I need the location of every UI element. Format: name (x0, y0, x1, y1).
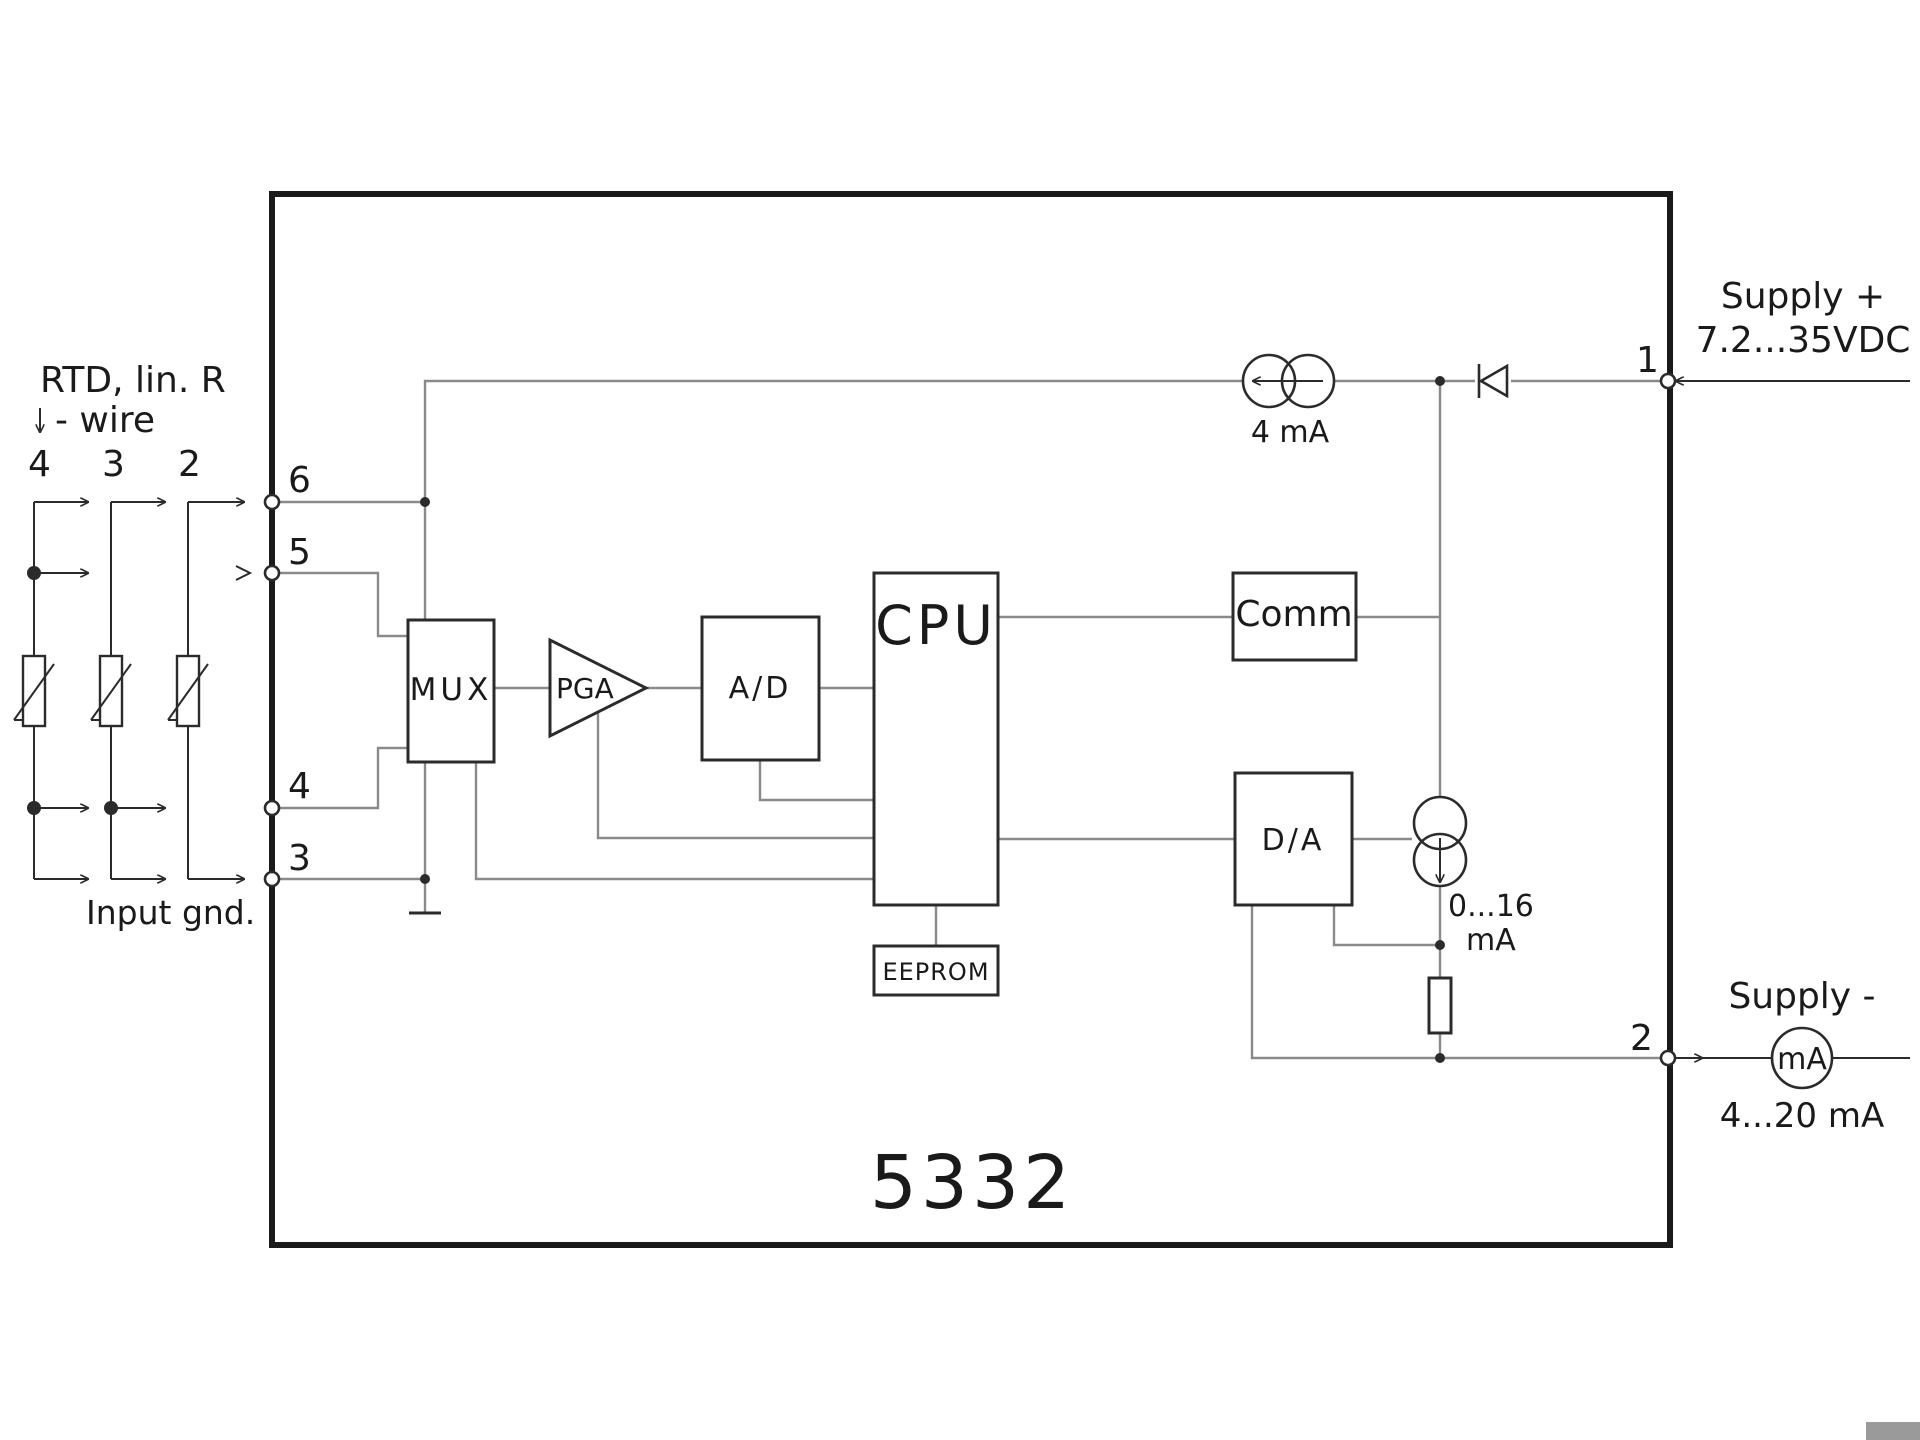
corner-marker (1866, 1422, 1920, 1440)
input-gnd-label: Input gnd. (86, 893, 255, 932)
wire-count-2: 2 (178, 444, 201, 485)
supply-voltage-range: 7.2...35VDC (1696, 320, 1911, 361)
terminal-3-label: 3 (288, 838, 311, 879)
ma-meter-icon: mA (1770, 1026, 1834, 1090)
fixed-current-label: 4 mA (1251, 415, 1330, 450)
svg-text:PGA: PGA (556, 672, 614, 705)
comm-block: Comm (1231, 571, 1358, 662)
variable-current-label-1: 0...16 (1448, 889, 1534, 924)
mux-block: MUX (406, 618, 496, 764)
sensor-junction-dots (27, 566, 118, 815)
svg-text:EEPROM: EEPROM (882, 958, 989, 986)
supply-minus-label: Supply - (1728, 976, 1875, 1017)
svg-text:CPU: CPU (875, 594, 997, 657)
device-enclosure (269, 191, 1673, 1248)
wire-count-4: 4 (28, 444, 51, 485)
variable-current-label-2: mA (1466, 923, 1516, 958)
terminal-5-label: 5 (288, 532, 311, 573)
device-model-label: 5332 (870, 1140, 1074, 1226)
input-wire-label: - wire (55, 400, 155, 441)
junction-dots (420, 376, 1445, 1063)
svg-text:A/D: A/D (729, 671, 792, 706)
diode-icon (1477, 363, 1509, 399)
wiring (280, 381, 1910, 1058)
pga-amplifier: PGA (548, 637, 650, 739)
terminals: 6 5 4 3 1 2 (263, 340, 1677, 1067)
input-sensors (13, 408, 253, 879)
svg-text:mA: mA (1777, 1042, 1827, 1077)
sense-resistor (1427, 976, 1453, 1035)
eeprom-block: EEPROM (872, 944, 1000, 997)
adc-block: A/D (700, 615, 821, 762)
terminal-1-label: 1 (1636, 340, 1659, 381)
svg-text:D/A: D/A (1262, 823, 1325, 858)
cpu-block: CPU (872, 571, 1000, 907)
svg-text:MUX: MUX (410, 672, 493, 708)
current-source-variable (1412, 795, 1468, 888)
wire-count-3: 3 (102, 444, 125, 485)
input-title: RTD, lin. R (40, 360, 226, 401)
terminal-6-label: 6 (288, 460, 311, 501)
supply-plus-label: Supply + (1721, 276, 1885, 317)
dac-block: D/A (1233, 771, 1354, 907)
terminal-2-label: 2 (1630, 1018, 1653, 1059)
output-range-label: 4...20 mA (1720, 1096, 1885, 1136)
current-source-4ma (1241, 353, 1336, 409)
svg-text:Comm: Comm (1235, 594, 1352, 635)
terminal-4-label: 4 (288, 766, 311, 807)
